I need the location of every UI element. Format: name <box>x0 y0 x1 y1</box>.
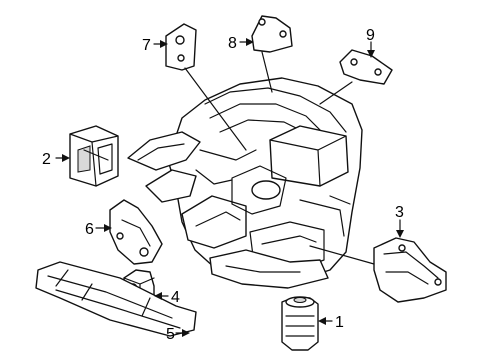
arrowhead-2 <box>62 154 70 162</box>
callout-7: 7 <box>142 37 151 54</box>
callout-8: 8 <box>228 35 237 52</box>
bracket-9 <box>319 49 393 105</box>
arrowhead-9 <box>367 50 375 58</box>
callout-3: 3 <box>395 204 404 221</box>
bracket-6 <box>109 199 163 265</box>
bracket-8 <box>251 15 293 93</box>
arrowhead-3 <box>396 230 404 238</box>
crossmember-5 <box>35 261 197 337</box>
callout-9: 9 <box>366 27 375 44</box>
engine-assembly <box>127 77 363 289</box>
arrowhead-4 <box>154 292 162 300</box>
arrowhead-8 <box>246 38 254 46</box>
callout-2: 2 <box>42 151 51 168</box>
mount-1 <box>281 296 319 351</box>
mount-3 <box>309 237 447 303</box>
callout-6: 6 <box>85 221 94 238</box>
arrowhead-5 <box>182 329 190 337</box>
callout-4: 4 <box>171 289 180 306</box>
callout-labels: 1 2 3 4 5 6 7 8 9 <box>42 27 404 343</box>
callout-5: 5 <box>166 326 175 343</box>
mount-2 <box>69 125 119 187</box>
bracket-7 <box>165 23 247 151</box>
arrowhead-1 <box>318 317 326 325</box>
callout-1: 1 <box>335 314 344 331</box>
arrowhead-6 <box>104 224 112 232</box>
callout-leaders <box>55 38 404 337</box>
arrowhead-7 <box>160 40 168 48</box>
